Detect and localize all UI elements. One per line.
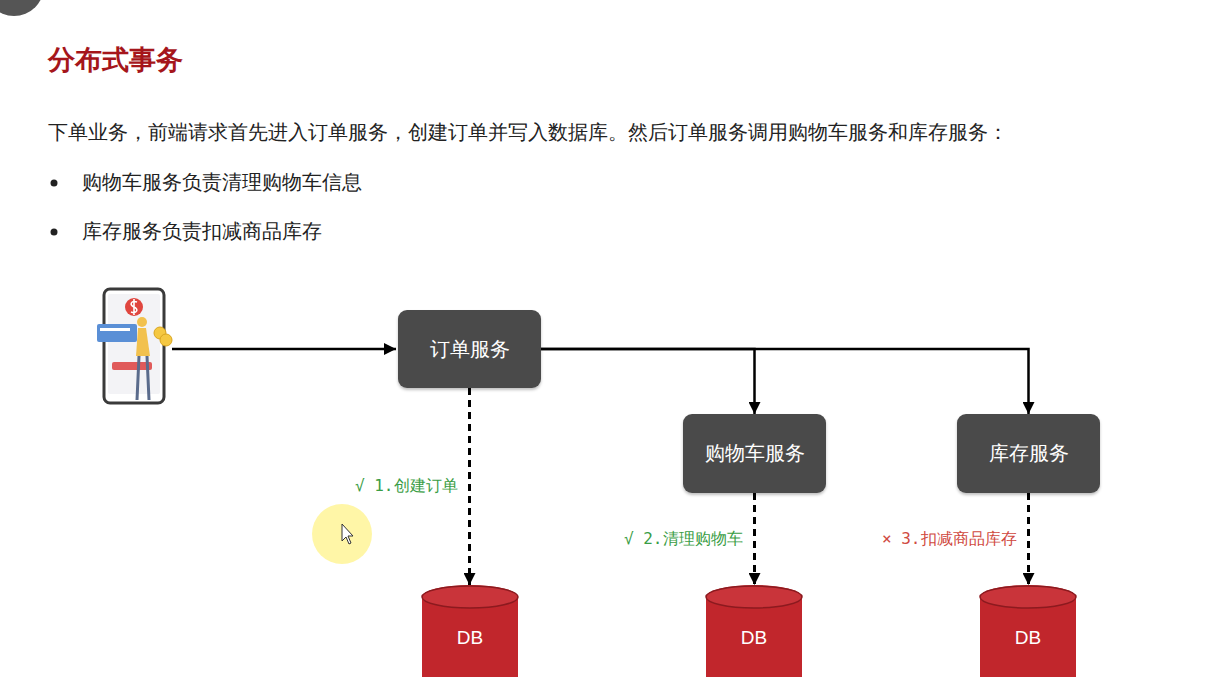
step-label: × 3.扣减商品库存 — [880, 529, 1019, 550]
node-label: DB — [741, 627, 767, 649]
corner-avatar — [0, 0, 44, 16]
bullet-text: 库存服务负责扣减商品库存 — [82, 218, 322, 245]
node-label: 订单服务 — [430, 336, 510, 363]
node-label: DB — [457, 627, 483, 649]
service-box: 购物车服务 — [683, 414, 826, 493]
database-cylinder: DB — [979, 585, 1077, 677]
title: 分布式事务 — [48, 42, 183, 78]
service-box: 订单服务 — [398, 310, 541, 388]
phone-icon — [97, 289, 172, 403]
node-label: 库存服务 — [989, 440, 1069, 467]
dashed-arrow — [468, 388, 471, 585]
node-label: 购物车服务 — [705, 440, 805, 467]
mouse-cursor — [342, 524, 353, 544]
database-cylinder: DB — [421, 585, 519, 677]
description-text: 下单业务，前端请求首先进入订单服务，创建订单并写入数据库。然后订单服务调用购物车… — [48, 119, 1008, 146]
bullet-dot — [51, 180, 58, 187]
request-arrow — [172, 348, 396, 351]
call-arrow — [541, 349, 1029, 414]
call-arrow — [541, 349, 755, 414]
dashed-arrow — [753, 493, 756, 585]
step-label: √ 1.创建订单 — [353, 476, 460, 497]
database-cylinder: DB — [705, 585, 803, 677]
bullet-text: 购物车服务负责清理购物车信息 — [82, 169, 362, 196]
node-label: DB — [1015, 627, 1041, 649]
bullet-dot — [51, 229, 58, 236]
step-label: √ 2.清理购物车 — [622, 529, 745, 550]
service-box: 库存服务 — [957, 414, 1100, 493]
cursor-highlight — [312, 504, 372, 564]
dashed-arrow — [1027, 493, 1030, 585]
